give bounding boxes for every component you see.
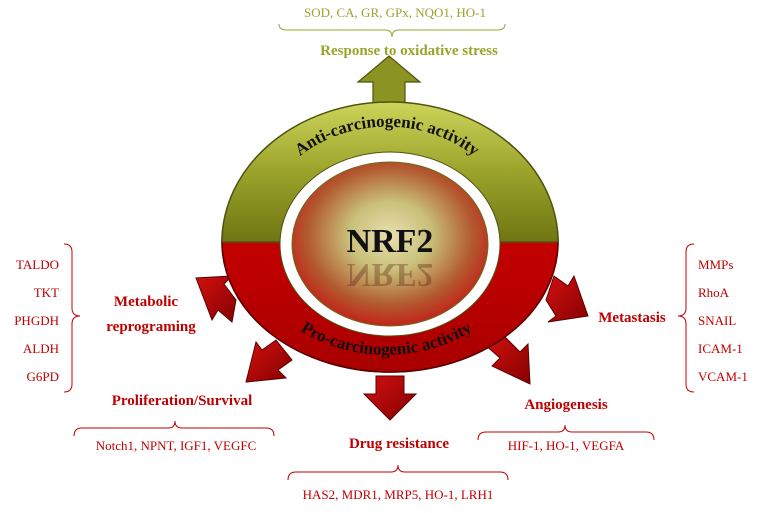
drug-resistance-arrow	[362, 375, 418, 421]
proliferation-brace	[73, 420, 275, 437]
oxidative-brace	[278, 23, 506, 38]
oxidative-title: Response to oxidative stress	[320, 43, 498, 59]
oxidative-stress-arrow	[356, 55, 422, 107]
metabolic-gene: TALDO	[16, 257, 59, 272]
oxidative-genes: SOD, CA, GR, GPx, NQO1, HO-1	[304, 5, 486, 20]
metastasis-gene: VCAM-1	[698, 369, 748, 384]
metastasis-gene: MMPs	[698, 257, 733, 272]
metabolic-gene: PHGDH	[14, 313, 59, 328]
metabolic-title: reprograming	[106, 319, 196, 335]
metabolic-arrow	[195, 275, 237, 323]
angiogenesis-arrow	[483, 335, 531, 385]
proliferation-title: Proliferation/Survival	[112, 393, 253, 409]
angiogenesis-brace	[477, 424, 655, 441]
metabolic-brace	[63, 243, 81, 393]
nrf2-label: NRF2	[347, 223, 434, 260]
metastasis-brace	[677, 243, 695, 393]
metabolic-gene: G6PD	[26, 369, 59, 384]
metastasis-gene: RhoA	[698, 285, 730, 300]
angiogenesis-title: Angiogenesis	[524, 397, 608, 413]
nrf2-reflection: NRF2	[347, 256, 434, 293]
metastasis-title: Metastasis	[598, 310, 666, 326]
metastasis-gene: SNAIL	[698, 313, 736, 328]
metastasis-arrow	[545, 274, 589, 323]
metabolic-title: Metabolic	[114, 294, 178, 310]
metabolic-gene: ALDH	[23, 341, 59, 356]
metastasis-gene: ICAM-1	[698, 341, 743, 356]
angiogenesis-genes: HIF-1, HO-1, VEGFA	[508, 438, 625, 453]
drug-resistance-title: Drug resistance	[349, 436, 449, 452]
drug-resistance-brace	[287, 464, 509, 481]
proliferation-genes: Notch1, NPNT, IGF1, VEGFC	[96, 438, 257, 453]
drug-resistance-genes: HAS2, MDR1, MRP5, HO-1, LRH1	[303, 487, 494, 502]
proliferation-arrow	[245, 339, 293, 383]
metabolic-gene: TKT	[34, 285, 59, 300]
nrf2-center-sphere	[291, 161, 489, 327]
